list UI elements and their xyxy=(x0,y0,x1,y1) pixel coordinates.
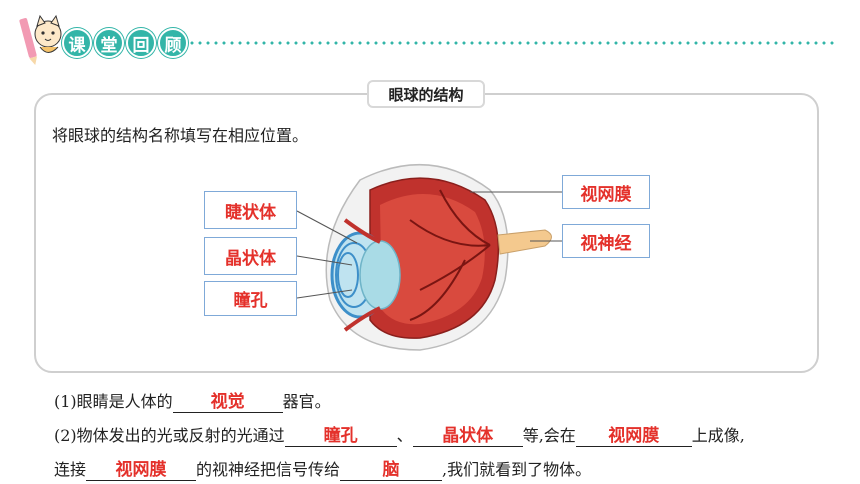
label-optic-nerve[interactable]: 视神经 xyxy=(562,224,650,258)
lens-shape xyxy=(359,240,401,310)
question-2: (2)物体发出的光或反射的光通过瞳孔、晶状体等,会在视网膜上成像, xyxy=(54,426,745,447)
answer-blank[interactable]: 脑 xyxy=(340,460,443,481)
title-char: 堂 xyxy=(94,28,124,58)
blood-vessels xyxy=(409,189,491,321)
answer-blank[interactable]: 视觉 xyxy=(172,392,283,413)
answer-blank[interactable]: 视网膜 xyxy=(575,426,692,447)
answer-blank[interactable]: 瞳孔 xyxy=(284,426,397,447)
cat-pencil-mascot-icon xyxy=(19,14,62,66)
label-ciliary-body[interactable]: 睫状体 xyxy=(204,191,297,229)
section-header: 课 堂 回 顾 xyxy=(18,8,838,68)
question-1: (1)眼睛是人体的视觉器官。 xyxy=(54,392,331,413)
title-char: 回 xyxy=(126,28,156,58)
label-pupil[interactable]: 瞳孔 xyxy=(204,281,297,316)
vitreous-shape xyxy=(380,194,485,325)
optic-nerve-shape xyxy=(497,229,552,255)
title-char: 顾 xyxy=(158,28,188,58)
answer-blank[interactable]: 晶状体 xyxy=(412,426,523,447)
dotted-divider xyxy=(188,41,838,45)
title-char: 课 xyxy=(62,28,92,58)
section-title: 课 堂 回 顾 xyxy=(62,28,188,58)
eyeball-diagram xyxy=(325,163,552,351)
answer-blank[interactable]: 视网膜 xyxy=(86,460,197,481)
label-retina[interactable]: 视网膜 xyxy=(562,175,650,209)
question-3: 连接视网膜的视神经把信号传给脑,我们就看到了物体。 xyxy=(54,460,592,481)
panel-title: 眼球的结构 xyxy=(367,80,485,108)
label-lens[interactable]: 晶状体 xyxy=(204,237,297,275)
instruction-text: 将眼球的结构名称填写在相应位置。 xyxy=(52,126,309,145)
